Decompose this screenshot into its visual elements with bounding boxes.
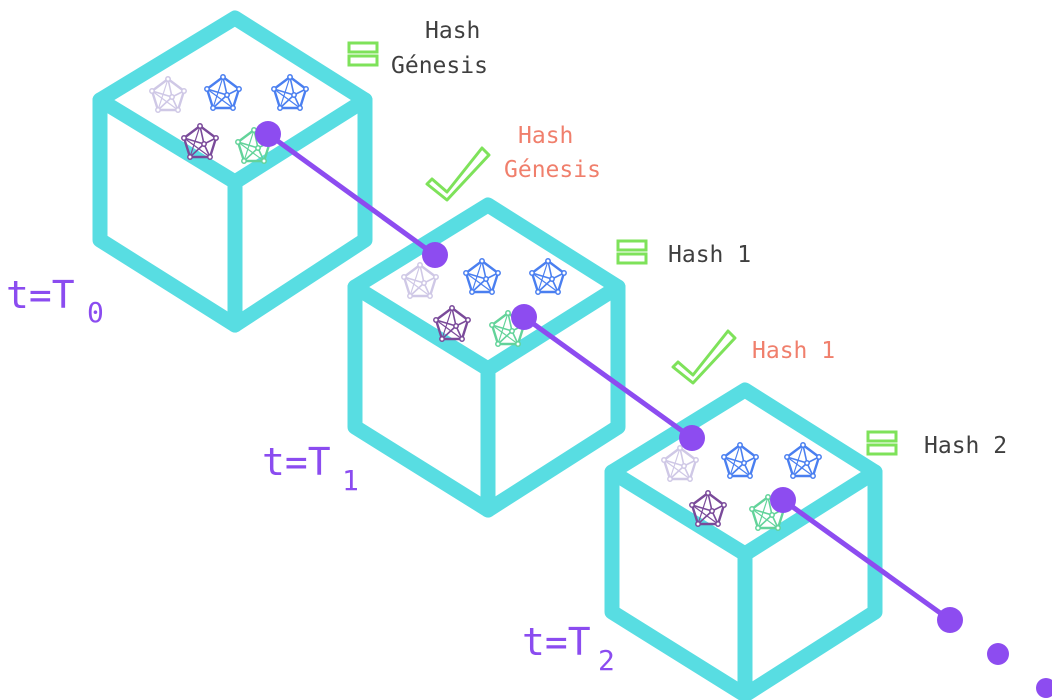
- transaction-icon: [720, 441, 760, 480]
- block-2: Hash 1 Hash 2 t=T 2: [522, 329, 1007, 700]
- ellipsis-dot: [1036, 678, 1052, 698]
- hash-stack-icon: [347, 41, 379, 67]
- chain-node: [937, 607, 963, 633]
- chain-link-1-2: [522, 314, 694, 441]
- block-2-prev-hash-label: Hash 1: [752, 338, 835, 364]
- time-label-t1-subscript: 1: [342, 464, 359, 497]
- chain-node: [422, 242, 448, 268]
- time-label-t0-subscript: 0: [87, 296, 104, 329]
- transaction-icon: [270, 73, 310, 112]
- hash-stack-icon: [866, 430, 898, 456]
- block-0-hash-line2: Génesis: [391, 53, 488, 79]
- block-1-cube: [347, 197, 626, 518]
- transaction-icon: [203, 73, 243, 112]
- time-label-t2-subscript: 2: [598, 644, 615, 677]
- time-label-t2: t=T: [522, 620, 591, 664]
- block-0: Hash Génesis t=T 0: [6, 10, 488, 333]
- chain-node: [770, 487, 796, 513]
- block-1: Hash Génesis Hash 1 t=T 1: [262, 123, 751, 518]
- chain-node: [255, 121, 281, 147]
- transaction-icon: [400, 261, 440, 300]
- transaction-icon: [462, 257, 502, 296]
- check-icon: [671, 329, 737, 385]
- check-icon: [425, 146, 491, 202]
- time-label-t1: t=T: [262, 440, 331, 484]
- block-2-cube: [604, 382, 883, 700]
- block-0-cube: [92, 10, 373, 333]
- transaction-icon: [783, 441, 823, 480]
- transaction-icon: [660, 444, 700, 483]
- transaction-icon: [148, 75, 188, 114]
- chain-link-0-1: [266, 131, 437, 258]
- block-1-prev-hash-line1: Hash: [518, 123, 573, 149]
- block-0-hash-line1: Hash: [425, 18, 480, 44]
- hash-stack-icon: [616, 239, 648, 265]
- block-1-hash-label: Hash 1: [668, 242, 751, 268]
- chain-node: [679, 425, 705, 451]
- chain-node: [511, 304, 537, 330]
- hash-chain: [255, 121, 1052, 698]
- ellipsis-dot: [987, 643, 1009, 665]
- time-label-t0: t=T: [6, 273, 75, 317]
- block-1-prev-hash-line2: Génesis: [504, 157, 601, 183]
- block-2-hash-label: Hash 2: [924, 433, 1007, 459]
- transaction-icon: [528, 257, 568, 296]
- chain-link-2-next: [781, 497, 952, 623]
